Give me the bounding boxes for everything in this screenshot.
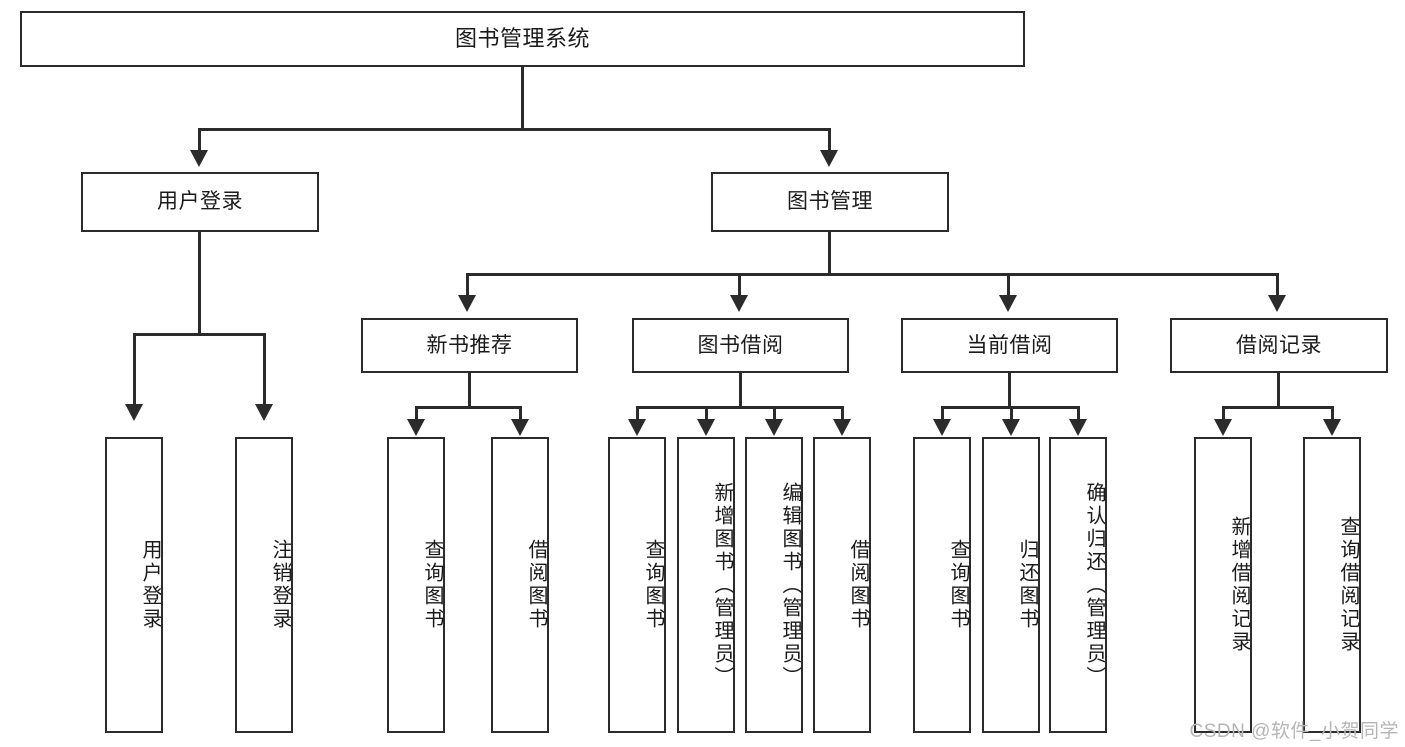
leaf-node-edit-book[interactable]: 编辑图书（管理员） bbox=[745, 437, 803, 733]
leaf-node-query-record[interactable]: 查询借阅记录 bbox=[1303, 437, 1361, 733]
connector-book-manage-stem bbox=[828, 232, 831, 275]
node-label: 新增借阅记录 bbox=[1228, 516, 1250, 654]
connector-l3-drop-1 bbox=[466, 273, 469, 295]
connector-user-login-leaf1-drop bbox=[133, 333, 136, 406]
node-label: 新书推荐 bbox=[426, 333, 513, 357]
leaf-node-query-book-1[interactable]: 查询图书 bbox=[387, 437, 445, 733]
connector-new-book-stem bbox=[468, 373, 471, 408]
leaf-node-borrow-book-1[interactable]: 借阅图书 bbox=[491, 437, 549, 733]
connector-book-borrow-bar bbox=[636, 406, 844, 409]
leaf-node-query-book-3[interactable]: 查询图书 bbox=[913, 437, 971, 733]
node-new-book-recommend[interactable]: 新书推荐 bbox=[361, 318, 578, 373]
connector-current-borrow-leaf1-drop bbox=[941, 406, 944, 420]
node-label: 注销登录 bbox=[269, 539, 291, 631]
arrow-to-leaf-add-book bbox=[697, 419, 715, 436]
connector-current-borrow-leaf2-drop bbox=[1010, 406, 1013, 420]
arrow-to-leaf-query-book-1 bbox=[407, 419, 425, 436]
node-label: 图书借阅 bbox=[697, 333, 784, 357]
connector-current-borrow-stem bbox=[1008, 373, 1011, 408]
node-label: 借阅图书 bbox=[525, 539, 547, 631]
node-label: 新增图书（管理员） bbox=[711, 481, 733, 689]
leaf-node-borrow-book-2[interactable]: 借阅图书 bbox=[813, 437, 871, 733]
leaf-node-query-book-2[interactable]: 查询图书 bbox=[608, 437, 666, 733]
node-label: 借阅图书 bbox=[847, 539, 869, 631]
arrow-to-leaf-add-record bbox=[1214, 419, 1232, 436]
connector-borrow-record-leaf1-drop bbox=[1222, 406, 1225, 420]
arrow-to-leaf-user-login bbox=[125, 404, 143, 421]
node-label: 图书管理 bbox=[787, 190, 873, 214]
connector-user-login-bar bbox=[133, 333, 266, 336]
arrow-to-leaf-query-record bbox=[1323, 419, 1341, 436]
node-label: 编辑图书（管理员） bbox=[779, 481, 801, 689]
node-label: 查询借阅记录 bbox=[1337, 516, 1359, 654]
leaf-node-add-book[interactable]: 新增图书（管理员） bbox=[677, 437, 735, 733]
arrow-to-book-manage bbox=[820, 150, 838, 167]
leaf-node-logout-login[interactable]: 注销登录 bbox=[235, 437, 293, 733]
leaf-node-return-book[interactable]: 归还图书 bbox=[982, 437, 1040, 733]
arrow-to-user-login bbox=[190, 150, 208, 167]
arrow-to-current-borrow bbox=[999, 295, 1017, 312]
node-label: 查询图书 bbox=[947, 539, 969, 631]
connector-new-book-bar bbox=[415, 406, 522, 409]
connector-new-book-leaf2-drop bbox=[519, 406, 522, 420]
connector-root-stem bbox=[521, 67, 524, 130]
node-borrow-record[interactable]: 借阅记录 bbox=[1170, 318, 1388, 373]
node-label: 用户登录 bbox=[139, 539, 161, 631]
node-label: 查询图书 bbox=[421, 539, 443, 631]
leaf-node-confirm-return[interactable]: 确认归还（管理员） bbox=[1049, 437, 1107, 733]
node-label: 图书管理系统 bbox=[454, 25, 590, 51]
connector-borrow-record-leaf2-drop bbox=[1331, 406, 1334, 420]
connector-level3-bar bbox=[466, 273, 1278, 276]
arrow-to-new-book-recommend bbox=[458, 295, 476, 312]
leaf-node-add-record[interactable]: 新增借阅记录 bbox=[1194, 437, 1252, 733]
connector-user-login-leaf2-drop bbox=[263, 333, 266, 406]
node-label: 查询图书 bbox=[642, 539, 664, 631]
arrow-to-borrow-record bbox=[1268, 295, 1286, 312]
connector-new-book-leaf1-drop bbox=[415, 406, 418, 420]
csdn-watermark: CSDN @软件_小贺同学 bbox=[1189, 721, 1399, 742]
arrow-to-book-borrow bbox=[730, 295, 748, 312]
node-user-login[interactable]: 用户登录 bbox=[81, 172, 319, 232]
arrow-to-leaf-borrow-book-1 bbox=[511, 419, 529, 436]
node-current-borrow[interactable]: 当前借阅 bbox=[901, 318, 1118, 373]
node-book-borrow[interactable]: 图书借阅 bbox=[632, 318, 849, 373]
connector-l3-drop-3 bbox=[1007, 273, 1010, 295]
arrow-to-leaf-edit-book bbox=[765, 419, 783, 436]
connector-l3-drop-2 bbox=[738, 273, 741, 295]
connector-borrow-record-stem bbox=[1277, 373, 1280, 408]
connector-borrow-record-bar bbox=[1222, 406, 1334, 409]
node-label: 当前借阅 bbox=[966, 333, 1053, 357]
arrow-to-leaf-borrow-book-2 bbox=[833, 419, 851, 436]
node-label: 归还图书 bbox=[1016, 539, 1038, 631]
arrow-to-leaf-query-book-3 bbox=[933, 419, 951, 436]
connector-level2-left-drop bbox=[198, 128, 201, 150]
connector-current-borrow-leaf3-drop bbox=[1077, 406, 1080, 420]
node-root-system[interactable]: 图书管理系统 bbox=[20, 11, 1025, 67]
connector-user-login-stem bbox=[198, 232, 201, 335]
connector-book-borrow-leaf4-drop bbox=[841, 406, 844, 420]
connector-level2-bar bbox=[198, 128, 831, 131]
arrow-to-leaf-return-book bbox=[1002, 419, 1020, 436]
arrow-to-leaf-confirm-return bbox=[1069, 419, 1087, 436]
connector-book-borrow-leaf2-drop bbox=[705, 406, 708, 420]
connector-book-borrow-leaf1-drop bbox=[636, 406, 639, 420]
connector-level2-right-drop bbox=[828, 128, 831, 150]
node-label: 确认归还（管理员） bbox=[1083, 481, 1105, 689]
connector-book-borrow-stem bbox=[739, 373, 742, 408]
arrow-to-leaf-logout-login bbox=[255, 404, 273, 421]
leaf-node-user-login[interactable]: 用户登录 bbox=[105, 437, 163, 733]
connector-l3-drop-4 bbox=[1276, 273, 1279, 295]
node-label: 借阅记录 bbox=[1236, 333, 1322, 357]
arrow-to-leaf-query-book-2 bbox=[628, 419, 646, 436]
connector-book-borrow-leaf3-drop bbox=[773, 406, 776, 420]
node-label: 用户登录 bbox=[157, 190, 243, 214]
node-book-manage[interactable]: 图书管理 bbox=[711, 172, 949, 232]
